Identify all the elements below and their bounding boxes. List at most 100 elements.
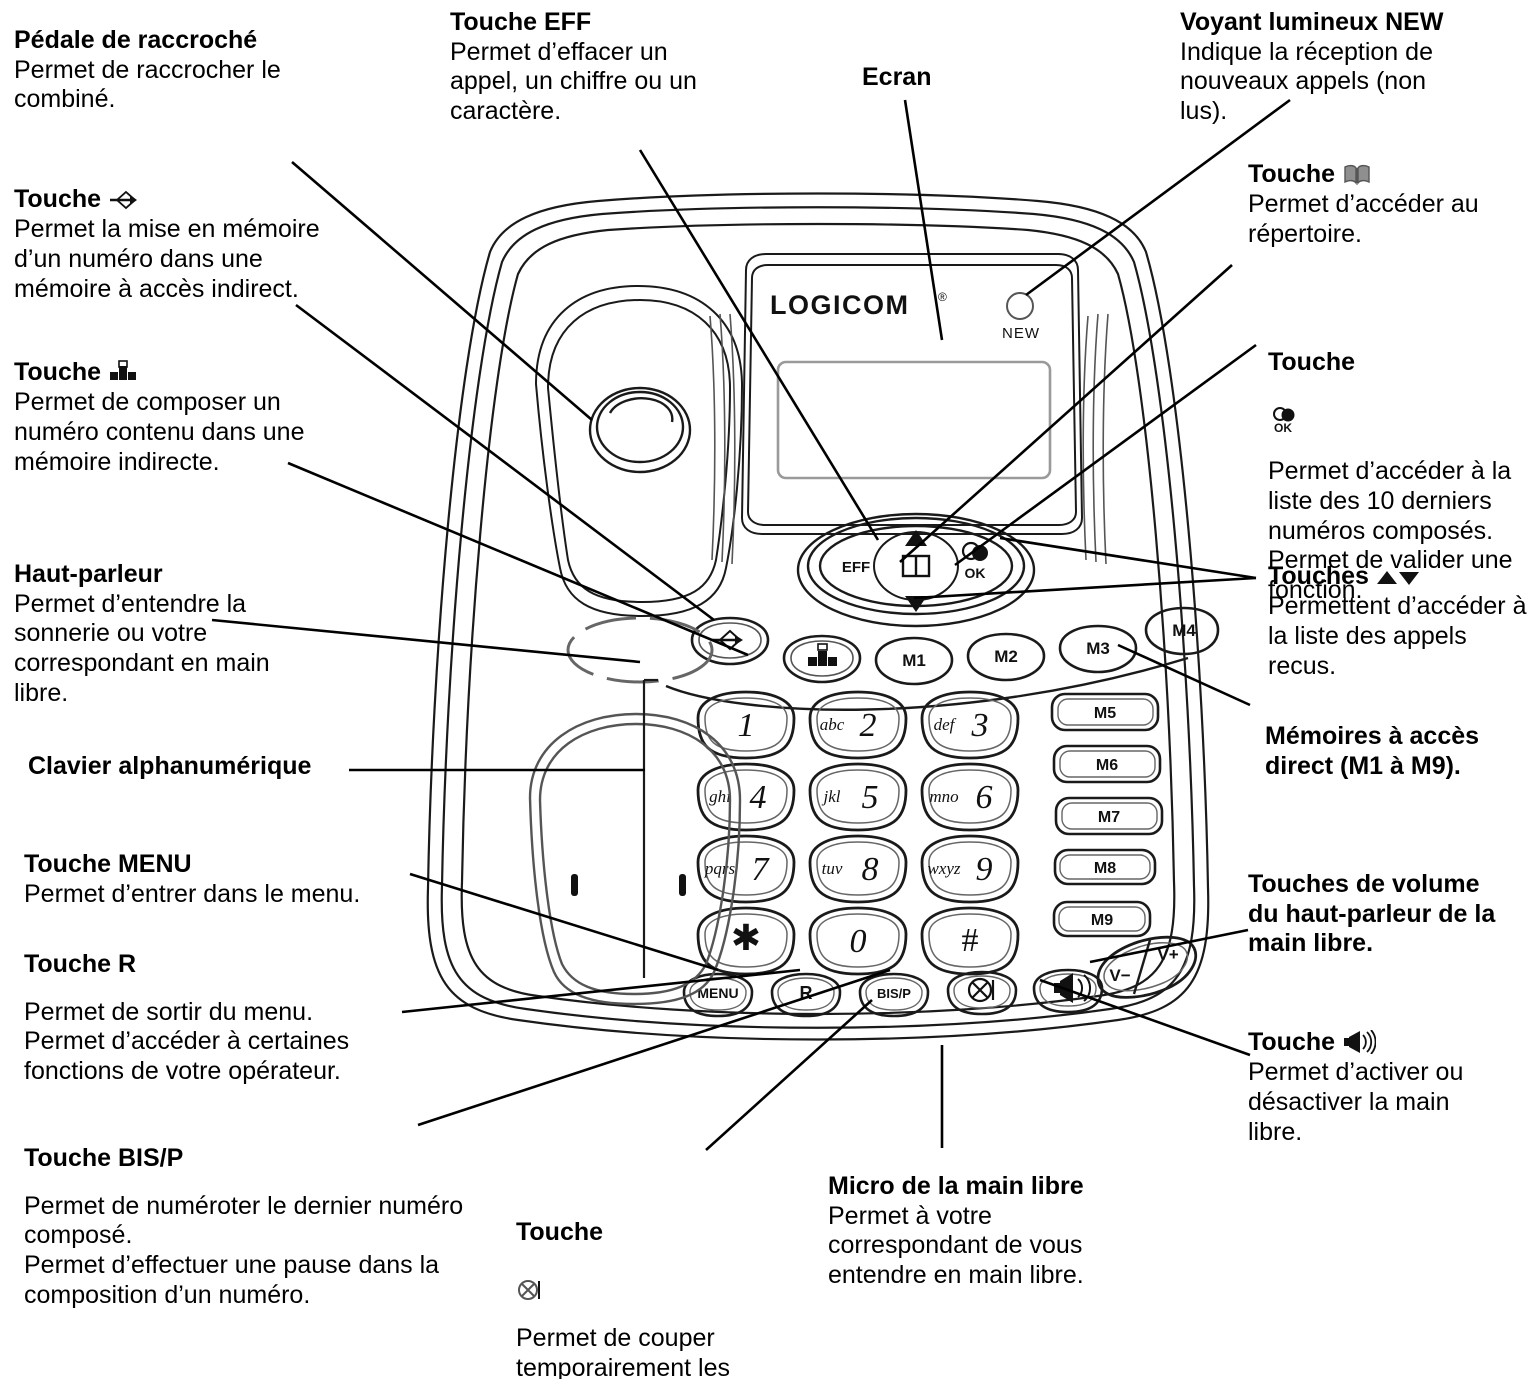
key-9-letters: wxyz: [927, 859, 960, 878]
memory-key-m2[interactable]: M2: [994, 647, 1018, 666]
ok-key-label: OK: [965, 565, 986, 581]
memory-key-m4[interactable]: M4: [1172, 621, 1196, 640]
annotation-touche-repertoire: Touche Permet d’accéder au répertoire.: [1248, 160, 1488, 250]
new-led-indicator: [1006, 292, 1034, 320]
annotation-title-prefix: Touches: [1268, 562, 1369, 590]
key-5[interactable]: 5: [862, 779, 879, 816]
key-7[interactable]: 7: [752, 851, 771, 888]
annotation-body: Permet de raccrocher le combiné.: [14, 55, 281, 114]
annotation-title-prefix: Touche: [516, 1217, 604, 1246]
annotation-body: Permet d’entendre la sonnerie ou votre c…: [14, 589, 270, 707]
function-key-row: MENU R BIS/P: [682, 968, 1104, 1018]
memory-key-m1[interactable]: M1: [902, 651, 926, 670]
annotation-title-prefix: Touche: [1248, 160, 1336, 188]
memory-key-m5[interactable]: M5: [1094, 705, 1116, 722]
key-2-letters: abc: [820, 715, 845, 734]
speaker-icon: [1342, 1029, 1377, 1059]
annotation-title: Touche BIS/P: [24, 1144, 184, 1172]
memory-store-icon: [108, 186, 138, 216]
annotation-title: Touches: [1268, 562, 1528, 592]
keypad: 1 abc 2 def 3 ghi: [696, 690, 1020, 976]
up-down-arrows-icon: [1376, 563, 1420, 593]
annotation-title: Touche: [1248, 1028, 1498, 1058]
memory-store-key[interactable]: [690, 616, 770, 666]
annotation-title-prefix: Touche: [14, 358, 102, 386]
annotation-touche-eff: Touche EFF Permet d’effacer un appel, un…: [450, 8, 710, 127]
annotation-touche-muet: Touche Permet de couper temporairement l…: [516, 1170, 766, 1379]
annotation-title: Touche MENU: [24, 850, 192, 878]
key-3[interactable]: 3: [971, 707, 989, 744]
annotation-body: Permettent d’accéder à la liste des appe…: [1268, 592, 1527, 680]
ok-key[interactable]: OK: [961, 541, 988, 581]
new-led-label: NEW: [1002, 325, 1040, 342]
memory-key-m6[interactable]: M6: [1096, 757, 1118, 774]
key-1[interactable]: 1: [738, 707, 755, 744]
annotation-title: Touche: [14, 358, 314, 388]
annotation-memoires-directes: Mémoires à accès direct (M1 à M9).: [1265, 722, 1515, 781]
annotation-touche-menu: Touche MENU Permet d’entrer dans le menu…: [24, 850, 424, 909]
annotation-ecran: Ecran: [862, 63, 1022, 93]
base-slots: [571, 874, 686, 896]
key-9[interactable]: 9: [976, 851, 993, 888]
annotation-body: Permet d’accéder au répertoire.: [1248, 190, 1479, 248]
svg-text:OK: OK: [1274, 421, 1292, 435]
memory-key-m3[interactable]: M3: [1086, 639, 1110, 658]
memory-key-m8[interactable]: M8: [1094, 860, 1116, 877]
eff-key-label[interactable]: EFF: [842, 559, 870, 576]
key-5-letters: jkl: [822, 787, 841, 806]
annotation-body: Permet d’activer ou désactiver la main l…: [1248, 1058, 1464, 1146]
annotation-body: Permet d’entrer dans le menu.: [24, 879, 361, 908]
telephone-illustration: LOGICOM ® NEW EFF: [398, 188, 1224, 1078]
annotation-title: Ecran: [862, 63, 932, 91]
memory-key-m9[interactable]: M9: [1091, 912, 1113, 929]
key-6[interactable]: 6: [976, 779, 993, 816]
mute-icon: [516, 1247, 546, 1306]
annotation-touche-bis: Touche BIS/P Permet de numéroter le dern…: [24, 1126, 484, 1329]
volume-down-label[interactable]: V−: [1109, 966, 1130, 985]
r-key-label[interactable]: R: [800, 983, 813, 1003]
key-hash[interactable]: #: [962, 922, 979, 959]
key-8[interactable]: 8: [862, 851, 879, 888]
annotation-title: Touche EFF: [450, 8, 592, 36]
memory-key-m7[interactable]: M7: [1098, 809, 1120, 826]
annotation-touche-memoire: Touche Permet la mise en mémoire d’un nu…: [14, 185, 324, 304]
annotation-micro: Micro de la main libre Permet à votre co…: [828, 1172, 1148, 1291]
bisp-key-label[interactable]: BIS/P: [877, 986, 911, 1001]
volume-up-label[interactable]: V+: [1157, 945, 1178, 964]
annotation-touche-r: Touche R Permet de sortir du menu. Perme…: [24, 932, 444, 1105]
ok-icon: OK: [1268, 377, 1302, 439]
annotation-title-prefix: Touche: [1248, 1028, 1336, 1056]
volume-rocker[interactable]: V+ V−: [1096, 935, 1197, 999]
lcd-screen: [776, 360, 1052, 480]
annotation-touche-composer: Touche Permet de composer un numéro cont…: [14, 358, 314, 477]
annotation-voyant-new: Voyant lumineux NEW Indique la réception…: [1180, 8, 1480, 127]
annotation-body: Indique la réception de nouveaux appels …: [1180, 37, 1433, 126]
key-4[interactable]: 4: [750, 779, 767, 816]
memory-dial-key[interactable]: [782, 634, 862, 684]
key-0[interactable]: 0: [850, 923, 867, 960]
annotation-clavier: Clavier alphanumérique: [28, 752, 368, 782]
annotation-pedale: Pédale de raccroché Permet de raccrocher…: [14, 26, 314, 115]
mute-key-icon[interactable]: [967, 977, 995, 1003]
annotation-title: Touche OK: [1268, 318, 1518, 439]
key-star[interactable]: ✱: [731, 918, 761, 958]
annotation-title-prefix: Touche: [14, 185, 102, 213]
key-3-letters: def: [934, 715, 957, 734]
annotation-touche-ok: Touche OK Permet d’accéder à la liste de…: [1268, 300, 1518, 624]
annotation-title: Clavier alphanumérique: [28, 752, 312, 780]
annotation-body: Permet d’effacer un appel, un chiffre ou…: [450, 37, 697, 126]
annotation-body: Permet la mise en mémoire d’un numéro da…: [14, 215, 320, 303]
key-2[interactable]: 2: [860, 707, 877, 744]
annotation-touches-nav: Touches Permettent d’accéder à la liste …: [1268, 562, 1528, 681]
annotation-title: Touche: [516, 1188, 766, 1306]
annotation-title: Pédale de raccroché: [14, 26, 258, 54]
phonebook-key-icon[interactable]: [901, 554, 931, 578]
annotation-touche-mainlibre: Touche Permet d’activer ou désactiver la…: [1248, 1028, 1498, 1147]
annotation-body: Permet de composer un numéro contenu dan…: [14, 388, 305, 476]
key-7-letters: pqrs: [704, 859, 736, 878]
annotation-title: Touche: [1248, 160, 1488, 190]
phonebook-icon: [1342, 161, 1372, 191]
annotation-body: Permet à votre correspondant de vous ent…: [828, 1201, 1084, 1290]
annotation-title: Voyant lumineux NEW: [1180, 8, 1444, 36]
nav-down-arrow-key[interactable]: [905, 596, 927, 612]
